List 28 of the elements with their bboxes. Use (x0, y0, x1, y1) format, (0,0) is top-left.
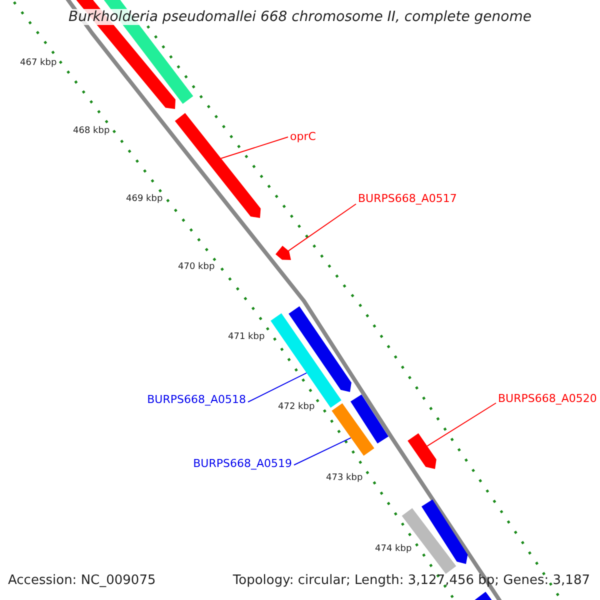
gene-label: BURPS668_A0519 (193, 458, 292, 471)
gene-label: BURPS668_A0517 (358, 193, 457, 206)
gene-feature (288, 306, 352, 392)
gene-feature (422, 500, 468, 564)
gene-label: BURPS668_A0518 (147, 394, 246, 407)
gene-label: oprC (290, 131, 316, 144)
gene-feature (408, 433, 436, 469)
gene-feature (276, 246, 291, 260)
scale-label: 472 kbp (278, 402, 315, 412)
leader-line (288, 204, 356, 252)
leader-line (220, 136, 288, 159)
scale-label: 467 kbp (20, 58, 57, 68)
scale-label: 469 kbp (126, 194, 163, 204)
leader-line (248, 372, 308, 402)
gene-feature (174, 113, 261, 218)
info-text: Accession: NC_009075 (8, 574, 156, 589)
scale-label: 473 kbp (326, 473, 363, 484)
gene-label: BURPS668_A0520 (498, 393, 597, 406)
gene-feature (350, 394, 388, 444)
info-text: Topology: circular; Length: 3,127,456 bp; Genes: 3,187 (232, 574, 590, 589)
leader-line (426, 402, 496, 447)
scale-label: 468 kbp (73, 126, 110, 136)
scale-label: 474 kbp (375, 544, 412, 554)
leader-line (294, 437, 352, 466)
gene-feature (332, 403, 374, 456)
scale-label: 471 kbp (228, 332, 265, 342)
gene-feature (474, 592, 494, 600)
scale-label: 470 kbp (178, 262, 215, 272)
